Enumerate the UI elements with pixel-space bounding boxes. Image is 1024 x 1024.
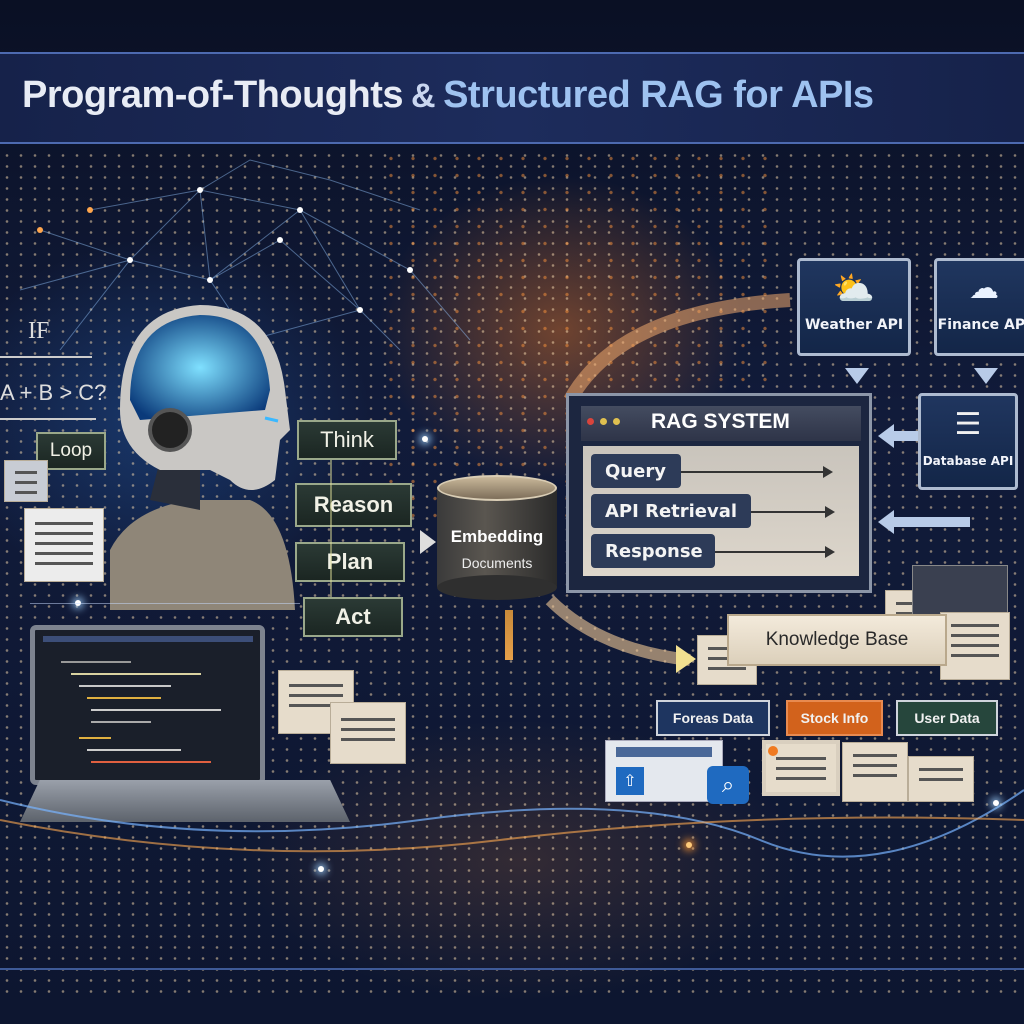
loop-box: Loop	[36, 432, 106, 470]
document-icon	[24, 508, 104, 582]
title-banner	[0, 52, 1024, 144]
minimize-dot-icon[interactable]	[600, 418, 607, 425]
arrow-right-icon	[676, 645, 696, 673]
arrow-shaft	[894, 517, 970, 527]
close-dot-icon[interactable]	[587, 418, 594, 425]
connector-line	[30, 603, 300, 604]
chat-bubble-icon	[4, 460, 48, 502]
step-connector	[330, 460, 332, 597]
node-icon	[318, 866, 324, 872]
step-act: Act	[303, 597, 403, 637]
knowledge-base-box[interactable]: Knowledge Base	[727, 614, 947, 666]
document-icon	[762, 740, 840, 796]
maximize-dot-icon[interactable]	[613, 418, 620, 425]
rag-row-response: Response	[591, 534, 715, 568]
condition-expression: A + B > C?	[0, 380, 107, 405]
tag-user-data[interactable]: User Data	[896, 700, 998, 736]
step-reason: Reason	[295, 483, 412, 527]
if-label: IF	[28, 318, 50, 344]
rag-system-window: RAG SYSTEM Query API Retrieval Response	[566, 393, 872, 593]
arrow-down-icon	[505, 610, 513, 660]
arrow-icon	[0, 418, 96, 420]
database-api-label: Database API	[922, 454, 1014, 468]
arrow-down-icon	[845, 368, 869, 384]
embedding-database: Embedding Documents	[437, 475, 557, 600]
bottom-border	[0, 968, 1024, 970]
document-icon	[940, 612, 1010, 680]
cylinder-body	[437, 487, 557, 587]
rag-content: Query API Retrieval Response	[583, 446, 859, 576]
finance-api-box[interactable]: ☁ Finance API	[934, 258, 1024, 356]
title-part2: Structured RAG for APIs	[443, 74, 874, 116]
arrow-left-icon	[878, 510, 894, 534]
rag-title: RAG SYSTEM	[651, 410, 790, 433]
rag-titlebar: RAG SYSTEM	[581, 406, 861, 441]
weather-icon: ⛅	[832, 269, 876, 309]
rag-row-api-retrieval: API Retrieval	[591, 494, 751, 528]
weather-api-box[interactable]: ⛅ Weather API	[797, 258, 911, 356]
arrow-icon	[715, 546, 835, 558]
tag-stock-info[interactable]: Stock Info	[786, 700, 883, 736]
step-plan: Plan	[295, 542, 405, 582]
node-icon	[422, 436, 428, 442]
title-part1: Program-of-Thoughts	[22, 74, 404, 116]
title-ampersand: &	[411, 77, 436, 115]
arrow-down-icon	[974, 368, 998, 384]
chat-bubble-icon	[330, 702, 406, 764]
page-title: Program-of-Thoughts&Structured RAG for A…	[22, 74, 874, 117]
database-api-box[interactable]: ☰ Database API	[918, 393, 1018, 490]
cloud-chart-icon: ☁	[969, 271, 999, 306]
code-lines	[61, 661, 221, 763]
arrow-right-icon	[420, 530, 436, 554]
tag-foreas-data[interactable]: Foreas Data	[656, 700, 770, 736]
search-card: ⇧	[605, 740, 723, 802]
cylinder-top	[437, 475, 557, 501]
cylinder-bottom	[437, 575, 557, 600]
arrow-icon	[0, 356, 92, 358]
upload-icon[interactable]: ⇧	[616, 767, 644, 795]
arrow-left-icon	[878, 424, 894, 448]
arrow-icon	[681, 466, 833, 478]
weather-api-label: Weather API	[804, 317, 904, 333]
search-icon[interactable]: ⌕	[707, 766, 749, 804]
embedding-label: Embedding	[450, 527, 544, 546]
node-icon	[686, 842, 692, 848]
data-wave	[0, 789, 1024, 858]
database-stack-icon: ☰	[954, 407, 982, 442]
node-icon	[993, 800, 999, 806]
arrow-shaft	[894, 431, 918, 441]
editor-toolbar	[43, 636, 253, 642]
documents-label: Documents	[461, 555, 533, 571]
rag-row-query: Query	[591, 454, 681, 488]
step-think: Think	[297, 420, 397, 460]
search-bar	[616, 747, 712, 757]
finance-api-label: Finance API	[937, 317, 1024, 333]
document-icon	[908, 756, 974, 802]
ai-robot-icon	[110, 305, 295, 610]
document-icon	[842, 742, 908, 802]
arrow-icon	[751, 506, 835, 518]
data-flow-arc	[545, 293, 791, 666]
